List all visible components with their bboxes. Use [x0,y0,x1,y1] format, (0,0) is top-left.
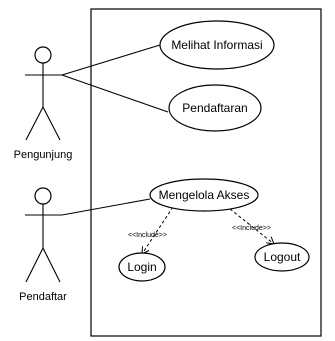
use-case-login [118,252,166,282]
use-case-mengelola-akses [149,178,259,212]
association-pengunjung-pendaftaran [61,74,169,113]
actor-pengunjung [25,46,62,141]
actor-label-pengunjung: Pengunjung [14,149,73,161]
include-stereotype-logout: <<Include>> [232,225,271,232]
use-case-logout [254,242,310,272]
association-pendaftar-mengelola-akses [61,198,151,216]
actor-head-icon [34,46,52,64]
use-case-label-melihat-informasi: Melihat Informasi [171,38,262,52]
use-case-label-logout: Logout [264,250,301,264]
use-case-pendaftaran [168,84,262,132]
include-arrow-login [142,206,174,254]
use-case-label-mengelola-akses: Mengelola Akses [159,188,250,202]
actor-pendaftar [25,187,62,283]
include-arrow-logout [229,208,274,244]
include-stereotype-login: <<Include>> [128,232,167,239]
use-case-melihat-informasi [159,20,275,70]
use-case-label-login: Login [127,260,156,274]
use-case-label-pendaftaran: Pendaftaran [182,101,247,115]
actor-head-icon [34,187,52,205]
actor-label-pendaftar: Pendaftar [19,291,67,303]
association-pengunjung-melihat-informasi [61,44,161,76]
